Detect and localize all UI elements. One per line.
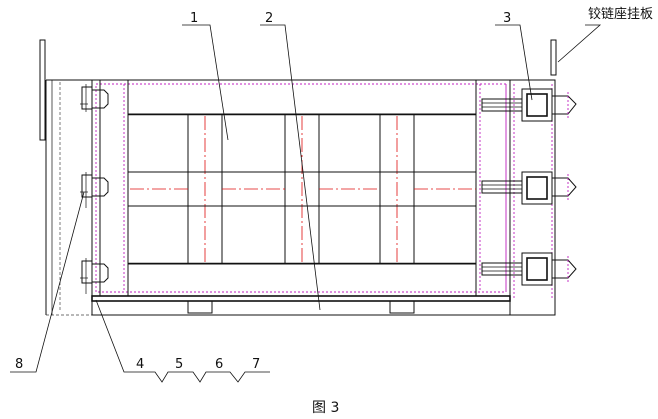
right-hinge-plate bbox=[550, 39, 557, 76]
label-3: 3 bbox=[503, 11, 511, 26]
label-8: 8 bbox=[15, 357, 23, 372]
right-hinge-top bbox=[481, 88, 577, 122]
left-hinge-top bbox=[80, 84, 109, 112]
leader-lines bbox=[10, 24, 602, 383]
label-6: 6 bbox=[215, 357, 223, 372]
left-hinges bbox=[80, 84, 109, 294]
label-2: 2 bbox=[265, 11, 273, 26]
label-4: 4 bbox=[136, 357, 144, 372]
right-hinge-bottom bbox=[481, 252, 577, 286]
left-hinge-plate bbox=[39, 39, 46, 141]
right-hinge-seats bbox=[481, 88, 577, 286]
middle-band bbox=[128, 171, 476, 207]
left-hinge-middle bbox=[80, 172, 109, 208]
label-5: 5 bbox=[175, 357, 183, 372]
label-hinge-plate: 铰链座挂板 bbox=[588, 7, 653, 22]
main-frame bbox=[91, 79, 556, 316]
figure-caption: 图 3 bbox=[312, 400, 339, 416]
right-hinge-middle bbox=[481, 171, 577, 205]
label-1: 1 bbox=[190, 11, 198, 26]
label-7: 7 bbox=[252, 357, 260, 372]
columns bbox=[187, 113, 415, 265]
left-hinge-bottom bbox=[80, 258, 109, 294]
